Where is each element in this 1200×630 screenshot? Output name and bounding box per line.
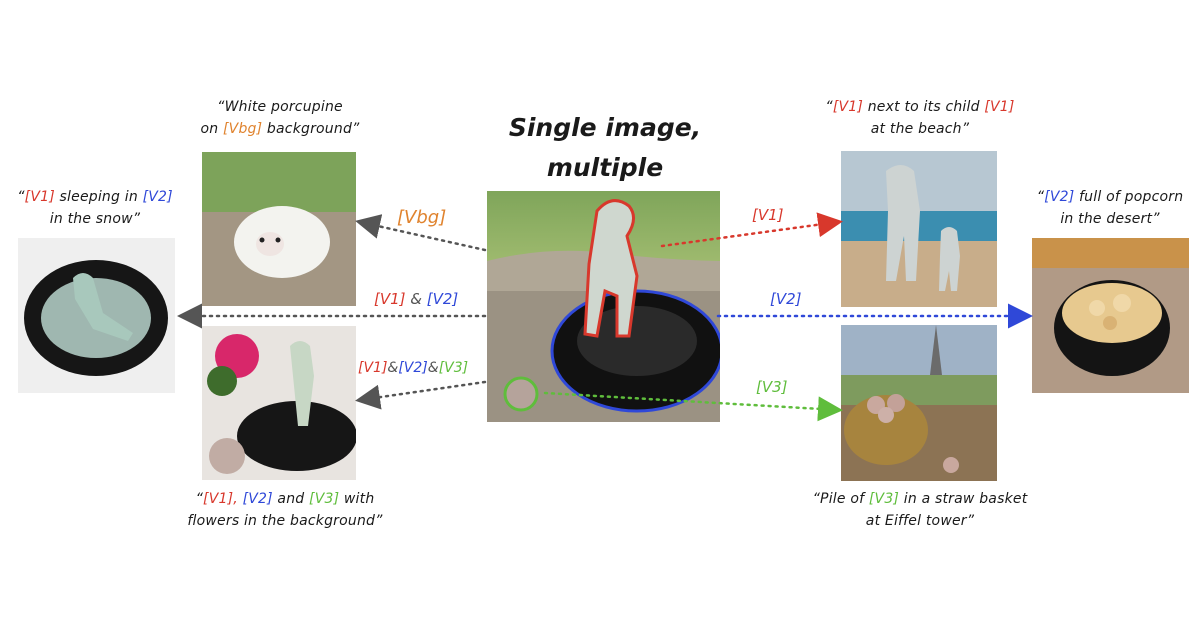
output-image-flowers [202, 326, 356, 480]
edge-label-v3: [V3] [756, 378, 788, 396]
output-image-popcorn [1032, 238, 1189, 393]
edge-label-v2: [V2] [770, 290, 802, 308]
caption-text: next to its child [863, 99, 985, 115]
caption-text: full of popcorn [1074, 189, 1184, 205]
basket-image-art [841, 325, 997, 481]
token-v3: [V3] [438, 360, 469, 376]
caption-beach-line2: at the beach” [870, 121, 970, 137]
porcupine-image-art [202, 152, 356, 306]
caption-snow-line2: in the snow” [49, 211, 141, 227]
output-image-beach [841, 151, 997, 307]
token-v2: [V2] [1044, 189, 1075, 205]
caption-popcorn: “[V2] full of popcorn in the desert” [1020, 186, 1200, 230]
token-v1: [V1] [24, 189, 55, 205]
caption-snow-line1: “[V1] sleeping in [V2] [5, 186, 185, 208]
caption-snow: “[V1] sleeping in [V2] in the snow” [5, 186, 185, 230]
caption-basket-line2: at Eiffel tower” [865, 513, 975, 529]
caption-popcorn-line1: “[V2] full of popcorn [1020, 186, 1200, 208]
token-v1: [V1], [203, 491, 238, 507]
output-image-basket [841, 325, 997, 481]
caption-flowers-line1: “[V1], [V2] and [V3] with [165, 488, 405, 510]
arrow-to-flowers [355, 380, 487, 410]
output-image-snow [18, 238, 175, 393]
caption-text: in a straw basket [899, 491, 1028, 507]
caption-basket-line1: “Pile of [V3] in a straw basket [795, 488, 1045, 510]
snow-image-art [18, 238, 175, 393]
token-v3: [V3] [309, 491, 340, 507]
caption-flowers: “[V1], [V2] and [V3] with flowers in the… [165, 488, 405, 532]
caption-text: background” [262, 121, 360, 137]
caption-popcorn-line2: in the desert” [1060, 211, 1160, 227]
caption-text: on [200, 121, 223, 137]
flowers-image-art [202, 326, 356, 480]
arrow-to-basket [543, 391, 843, 422]
token-v2: [V2] [242, 491, 273, 507]
token-v1: [V1] [358, 360, 388, 376]
token-v1: [V1] [374, 290, 406, 308]
ampersand: & [387, 360, 399, 376]
title-line-1: Single image, [508, 113, 702, 142]
caption-beach: “[V1] next to its child [V1] at the beac… [805, 96, 1035, 140]
caption-basket: “Pile of [V3] in a straw basket at Eiffe… [795, 488, 1045, 532]
output-image-porcupine [202, 152, 356, 306]
input-image-figurine-bowl [487, 191, 720, 422]
token-vbg: [Vbg] [223, 121, 263, 137]
caption-text: “ [825, 99, 833, 115]
arrow-to-porcupine [355, 214, 487, 252]
token-v2: [V2] [142, 189, 173, 205]
token-v1: [V1] [832, 99, 864, 115]
caption-porcupine-line2: on [Vbg] background” [190, 118, 370, 140]
token-v2: [V2] [398, 360, 428, 376]
arrow-to-beach [660, 212, 843, 248]
caption-text: sleeping in [54, 189, 143, 205]
edge-label-v1-v2-v3: [V1]&[V2]&[V3] [358, 360, 468, 376]
caption-text: “ [1036, 189, 1045, 205]
caption-text: with [339, 491, 375, 507]
caption-text: “Pile of [812, 491, 869, 507]
token-v1: [V1] [984, 99, 1015, 115]
popcorn-image-art [1032, 238, 1189, 393]
caption-beach-line1: “[V1] next to its child [V1] [805, 96, 1035, 118]
caption-porcupine: “White porcupine on [Vbg] background” [190, 96, 370, 140]
token-v3: [V3] [868, 491, 900, 507]
caption-flowers-line2: flowers in the background” [187, 513, 383, 529]
edge-label-v1: [V1] [752, 206, 784, 224]
token-v2: [V2] [426, 290, 459, 308]
caption-text: “ [17, 189, 25, 205]
edge-label-vbg: [Vbg] [397, 207, 447, 228]
caption-porcupine-line1: “White porcupine [217, 99, 343, 115]
edge-label-v1-v2: [V1] & [V2] [374, 290, 458, 308]
caption-text: and [272, 491, 310, 507]
ampersand: & [427, 360, 439, 376]
beach-image-art [841, 151, 997, 307]
caption-text: “ [195, 491, 204, 507]
ampersand: & [405, 290, 427, 308]
input-image-art [487, 191, 720, 422]
